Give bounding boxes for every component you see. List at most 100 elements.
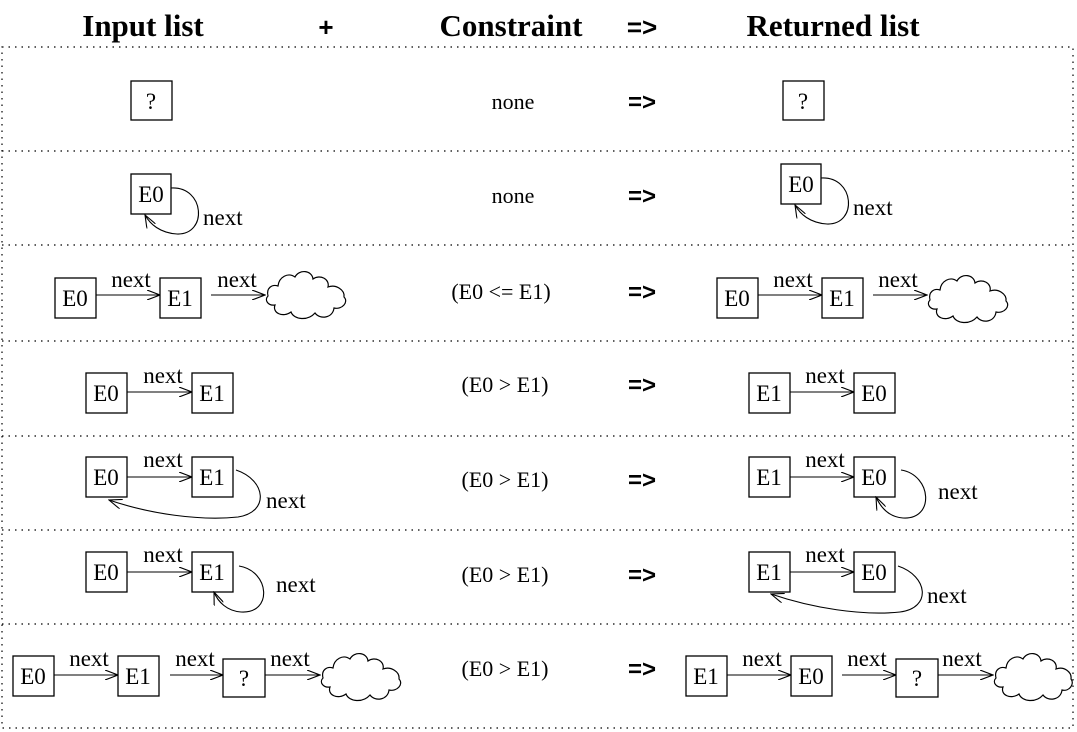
next-label: next [270, 646, 310, 671]
row-3-constraint: (E0 <= E1) [451, 279, 550, 304]
next-label: next [175, 646, 215, 671]
e0-node-label: E0 [861, 381, 887, 406]
implies-column: => => => => => => => [628, 89, 656, 683]
row-6-input: E0 next E1 next [85, 542, 316, 613]
e0-node-label: E0 [798, 664, 824, 689]
row-1-output: ? [782, 80, 825, 121]
unknown-node [222, 658, 266, 698]
unknown-node-label: ? [912, 666, 922, 691]
unknown-node-label: ? [239, 666, 249, 691]
e1-node [821, 277, 864, 319]
row-3-implies: => [628, 279, 656, 306]
next-label: next [805, 363, 845, 388]
next-label: next [266, 488, 306, 513]
e0-node-label: E0 [93, 465, 119, 490]
row-5-output: E1 next E0 next [748, 447, 978, 519]
e1-node [748, 372, 791, 414]
row-7-output: E1 next E0 next ? next [685, 646, 1073, 702]
e1-node-label: E1 [199, 381, 225, 406]
e0-node [790, 655, 833, 697]
row-6-constraint: (E0 > E1) [462, 562, 549, 587]
next-label: next [938, 479, 978, 504]
next-label: next [217, 267, 257, 292]
e1-node-label: E1 [756, 465, 782, 490]
e1-node [159, 277, 202, 319]
e0-node [716, 277, 759, 319]
e0-node-label: E0 [138, 182, 164, 207]
next-label: next [143, 447, 183, 472]
next-label: next [853, 195, 893, 220]
row-7-implies: => [628, 656, 656, 683]
unknown-node [895, 658, 939, 698]
row-2-implies: => [628, 183, 656, 210]
e1-node-label: E1 [756, 560, 782, 585]
next-label: next [143, 363, 183, 388]
next-label: next [143, 542, 183, 567]
e0-node-label: E0 [62, 286, 88, 311]
back-link-arrow [771, 565, 923, 614]
e0-node-label: E0 [93, 381, 119, 406]
e0-node [12, 655, 55, 697]
header-input-list: Input list [82, 8, 204, 43]
outer-border [1, 46, 1074, 729]
header-implies: => [627, 12, 657, 42]
row-6-output: E1 next E0 next [748, 542, 967, 614]
e0-node [85, 372, 128, 414]
e0-node [85, 551, 128, 593]
next-label: next [773, 267, 813, 292]
e0-node [853, 551, 896, 593]
e0-node [130, 173, 172, 215]
e1-node-label: E1 [829, 286, 855, 311]
e1-node-label: E1 [125, 664, 151, 689]
e1-node [191, 551, 234, 593]
e0-node-label: E0 [724, 286, 750, 311]
e0-node-label: E0 [861, 560, 887, 585]
e1-node-label: E1 [693, 664, 719, 689]
row-4-implies: => [628, 372, 656, 399]
e1-node-label: E1 [756, 381, 782, 406]
row-1-input: ? [130, 80, 173, 121]
e0-node-label: E0 [788, 172, 814, 197]
cloud-icon [993, 653, 1073, 702]
next-label: next [203, 205, 243, 230]
self-link-arrow [214, 565, 265, 613]
e0-node-label: E0 [93, 560, 119, 585]
self-link-arrow [795, 177, 850, 225]
e1-node [685, 655, 728, 697]
row-1-implies: => [628, 89, 656, 116]
row-3-input: E0 next E1 next [54, 267, 347, 320]
e0-node [54, 277, 97, 319]
next-label: next [847, 646, 887, 671]
self-link-arrow [876, 469, 927, 519]
row-4-input: E0 next E1 [85, 363, 234, 414]
e0-node [853, 456, 896, 498]
e1-node-label: E1 [199, 560, 225, 585]
next-label: next [942, 646, 982, 671]
cloud-icon [320, 653, 402, 702]
next-label: next [878, 267, 918, 292]
header-plus: + [318, 12, 333, 42]
next-label: next [805, 542, 845, 567]
row-6-implies: => [628, 562, 656, 589]
row-2-output: E0 next [780, 163, 893, 225]
row-4-output: E1 next E0 [748, 363, 896, 414]
row-2-input: E0 next [130, 173, 243, 235]
unknown-node-label: ? [146, 89, 156, 114]
table-frame [1, 46, 1074, 729]
e0-node-label: E0 [861, 465, 887, 490]
row-1-constraint: none [492, 89, 535, 114]
row-3-output: E0 next E1 next [716, 267, 1009, 324]
row-7-constraint: (E0 > E1) [462, 656, 549, 681]
row-2-constraint: none [492, 183, 535, 208]
row-4-constraint: (E0 > E1) [462, 372, 549, 397]
e0-node [85, 456, 128, 498]
row-5-implies: => [628, 467, 656, 494]
e1-node [191, 372, 234, 414]
constraint-column: none none (E0 <= E1) (E0 > E1) (E0 > E1)… [451, 89, 550, 681]
next-label: next [927, 583, 967, 608]
cloud-icon [927, 275, 1009, 324]
e0-node-label: E0 [20, 664, 46, 689]
row-7-input: E0 next E1 next ? next [12, 646, 402, 702]
cloud-icon [265, 271, 347, 320]
